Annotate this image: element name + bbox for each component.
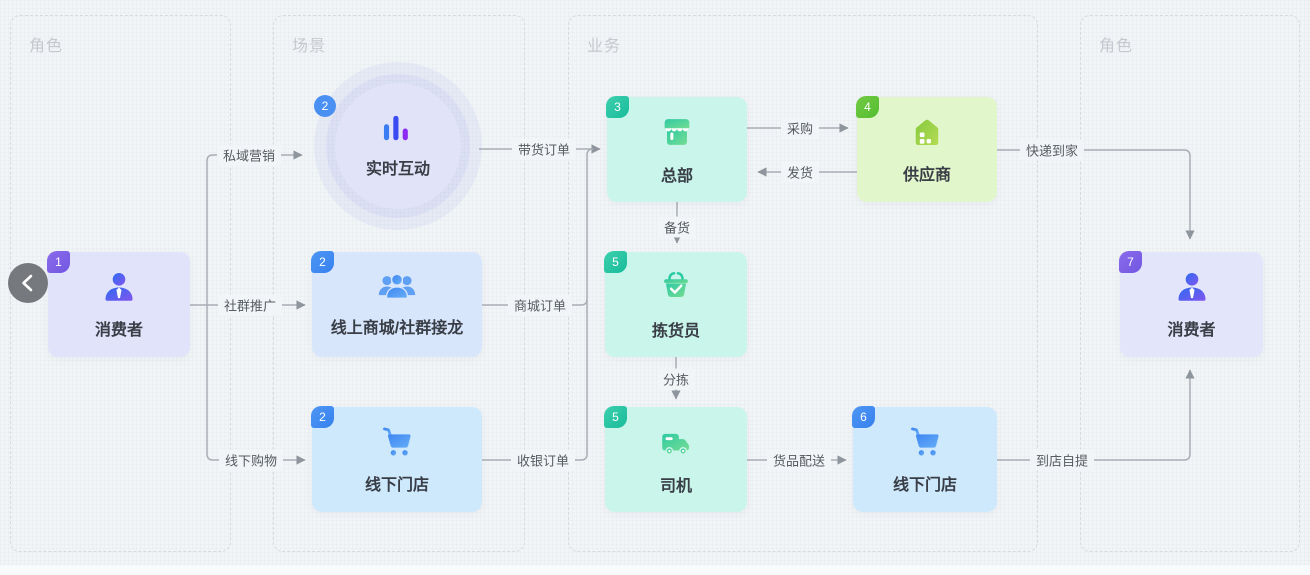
section-role-right: 角色 [1080,15,1300,552]
edge-label-community-promo: 社群推广 [217,294,283,316]
node-online-mall[interactable]: 2 线上商城/社群接龙 [311,251,482,357]
node-label: 线下门店 [364,477,429,494]
node-badge: 2 [314,95,336,117]
node-realtime-interaction[interactable]: 实时互动 [335,83,461,209]
person-icon [1174,269,1210,305]
edge-label-offline-shopping: 线下购物 [218,449,284,471]
edge-label-goods-delivery: 货品配送 [766,449,832,471]
edge-offline-shopping [206,305,306,465]
cart-icon [379,424,415,460]
back-button[interactable] [8,263,48,303]
section-label: 角色 [1099,38,1134,55]
node-badge: 5 [604,406,627,428]
edge-private-marketing [206,150,303,305]
node-label: 消费者 [94,322,143,339]
edge-label-private-marketing: 私域营销 [216,144,282,166]
node-label: 供应商 [902,167,951,184]
basket-check-icon [657,268,695,306]
edge-label-sorting: 分拣 [656,368,696,390]
node-consumer-2[interactable]: 7 消费者 [1119,251,1263,357]
storefront-icon [658,113,696,151]
node-label: 线上商城/社群接龙 [330,320,464,337]
node-label: 拣货员 [651,323,700,340]
edge-label-express-home: 快递到家 [1019,139,1085,161]
section-label: 场景 [292,38,327,55]
section-label: 业务 [587,38,622,55]
node-badge: 2 [311,251,334,273]
node-badge: 4 [856,96,879,118]
node-badge: 6 [852,406,875,428]
node-label: 线下门店 [892,477,957,494]
node-badge: 7 [1119,251,1142,273]
node-label: 实时互动 [365,161,430,178]
node-consumer-1[interactable]: 1 消费者 [47,251,190,357]
node-badge: 3 [606,96,629,118]
node-badge: 2 [311,406,334,428]
cart-icon [907,424,943,460]
edge-store-pickup [997,369,1195,461]
edge-label-mall-order: 商城订单 [507,294,573,316]
people-group-icon [377,271,417,303]
node-picker[interactable]: 5 拣货员 [604,251,747,357]
section-label: 角色 [29,38,64,55]
node-offline-store-biz[interactable]: 6 线下门店 [852,406,997,512]
edge-label-stock-up: 备货 [657,216,697,238]
edge-label-store-pickup: 到店自提 [1029,449,1095,471]
edge-label-purchase: 采购 [780,117,820,139]
edge-label-cashier-order: 收银订单 [510,449,576,471]
node-label: 消费者 [1167,322,1216,339]
house-icon [909,114,945,150]
edge-mall-order [482,148,594,306]
edge-label-ship: 发货 [780,161,820,183]
section-business: 业务 [568,15,1038,552]
edge-cashier-order [482,300,588,461]
section-scene: 场景 [273,15,525,552]
node-driver[interactable]: 5 司机 [604,406,747,512]
node-badge: 5 [604,251,627,273]
edge-label-livestream-order: 带货订单 [511,138,577,160]
bottom-strip [0,565,1310,575]
person-icon [101,269,137,305]
node-hq[interactable]: 3 总部 [606,96,747,202]
node-label: 总部 [660,168,693,185]
truck-icon [657,423,695,461]
node-label: 司机 [659,478,692,495]
node-offline-store-scene[interactable]: 2 线下门店 [311,406,482,512]
edge-express-home [997,149,1195,240]
node-badge: 1 [47,251,70,273]
bar-chart-icon [381,113,415,143]
node-supplier[interactable]: 4 供应商 [856,96,997,202]
chevron-left-icon [8,263,48,303]
